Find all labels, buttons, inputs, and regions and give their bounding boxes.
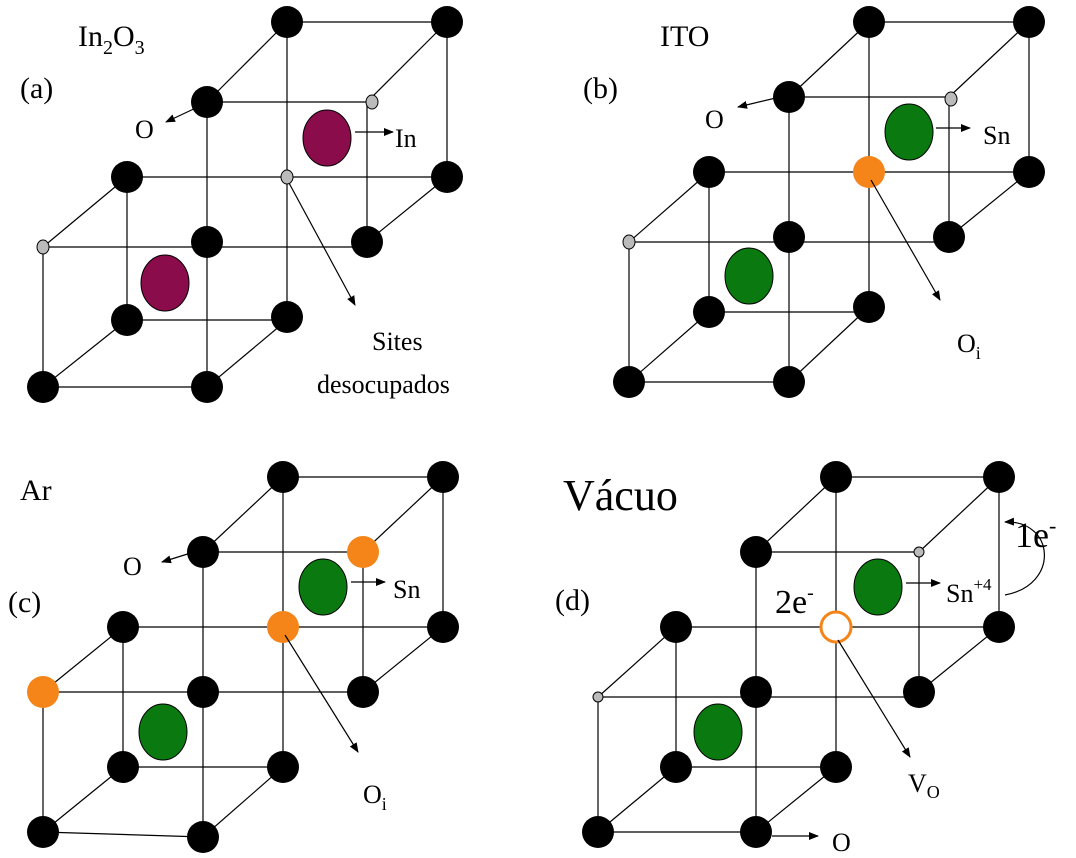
o-label: O: [123, 552, 142, 581]
vacant-sites: [622, 91, 958, 250]
title-ar: Ar: [20, 474, 52, 507]
panel-tag-c: (c): [8, 586, 41, 619]
vacant-sites: [592, 546, 925, 703]
electron-label: 1e-: [1015, 513, 1056, 555]
tin-atoms: [693, 558, 903, 761]
o-label: O: [832, 828, 851, 857]
oi-arrow: [870, 179, 941, 301]
panel-b: ITO (b) O Sn Oi: [583, 6, 1045, 398]
sites-label-line2: desocupados: [317, 370, 450, 399]
oxygen-atoms: [27, 6, 463, 403]
panel-tag-d: (d): [555, 584, 590, 617]
o-arrow: [737, 96, 781, 109]
sites-label-line1: Sites: [372, 327, 423, 356]
sites-arrow: [288, 182, 356, 306]
oxygen-atoms: [613, 6, 1045, 398]
panel-tag-a: (a): [20, 72, 53, 105]
tin-atoms: [138, 558, 348, 761]
tin-atoms: [724, 103, 934, 305]
lattice-lines: [628, 21, 1030, 383]
vo-arrow: [837, 639, 911, 758]
o-arrow: [165, 105, 201, 123]
sn-label: Sn: [393, 575, 420, 604]
panel-c: Ar (c) O Sn Oi: [8, 461, 459, 853]
sn4-label: Sn+4: [946, 575, 992, 608]
panel-a: In2O3 (a) O In Sites desocupados: [20, 6, 463, 403]
o-label: O: [705, 105, 724, 134]
interstitial-oxygen: [853, 156, 885, 188]
indium-atoms: [140, 109, 352, 312]
o-arrow: [161, 551, 195, 564]
oxygen-atoms: [27, 461, 459, 853]
panel-d: Vácuo (d) 1e- 2e- Sn+4 VO O: [555, 461, 1056, 857]
sn-label: Sn: [983, 121, 1010, 150]
title-ito: ITO: [660, 20, 709, 53]
oi-label: Oi: [363, 780, 387, 814]
lattice-lines: [597, 476, 1000, 833]
oxygen-vacancy: [819, 610, 853, 644]
in-label: In: [395, 124, 417, 153]
vo-label: VO: [908, 769, 940, 802]
title-in2o3: In2O3: [78, 20, 145, 59]
o-label: O: [135, 115, 154, 144]
title-vacuo: Vácuo: [563, 471, 678, 520]
oxygen-atoms: [582, 461, 1015, 848]
oi-arrow: [284, 634, 359, 753]
lattice-lines: [42, 21, 448, 388]
vacancy-charge-label: 2e-: [775, 582, 814, 621]
interstitial-oxygen: [27, 536, 379, 708]
panel-tag-b: (b): [583, 72, 618, 105]
electron-arrow: [1004, 517, 1045, 596]
lattice-lines: [42, 476, 444, 838]
vacant-sites: [36, 94, 379, 255]
oi-label: Oi: [957, 329, 981, 363]
